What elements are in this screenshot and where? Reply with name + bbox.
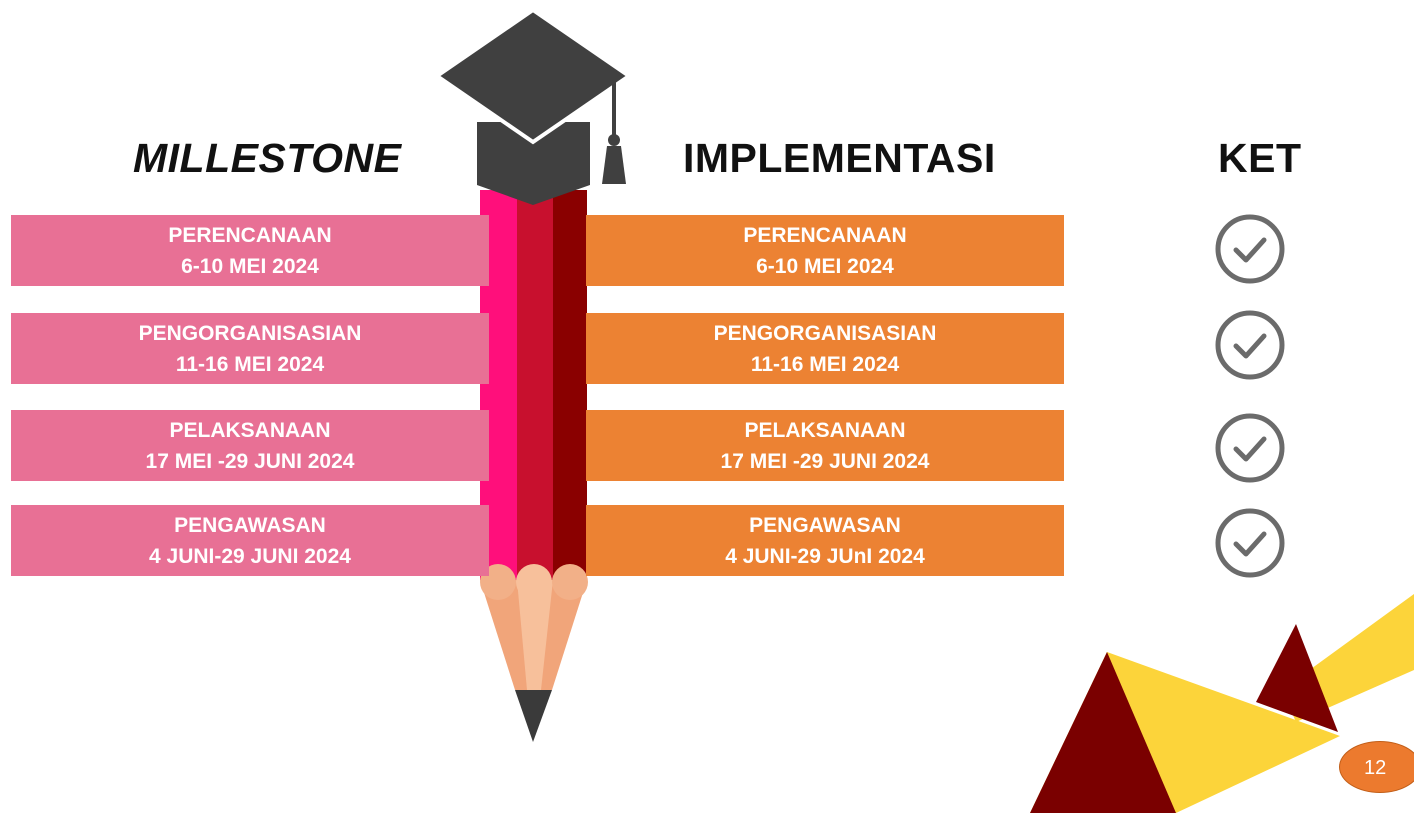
milestone-title: PERENCANAAN	[168, 223, 332, 247]
implementation-date: 17 MEI -29 JUNI 2024	[720, 449, 930, 473]
milestone-heading: MILLESTONE	[133, 135, 402, 181]
implementation-date: 6-10 MEI 2024	[756, 254, 894, 278]
milestone-date: 17 MEI -29 JUNI 2024	[145, 449, 355, 473]
implementation-title: PELAKSANAAN	[744, 418, 906, 442]
implementation-box: PENGAWASAN 4 JUNI-29 JUnI 2024	[586, 505, 1064, 576]
page-number-badge: 12	[1339, 741, 1414, 793]
implementation-title: PENGORGANISASIAN	[713, 321, 937, 345]
milestone-date: 4 JUNI-29 JUNI 2024	[149, 544, 351, 568]
check-circle-icon	[1215, 214, 1285, 284]
implementation-heading: IMPLEMENTASI	[683, 135, 996, 181]
implementation-box: PELAKSANAAN 17 MEI -29 JUNI 2024	[586, 410, 1064, 481]
graduation-cap-icon	[433, 7, 633, 205]
implementation-title: PENGAWASAN	[749, 513, 901, 537]
milestone-box: PELAKSANAAN 17 MEI -29 JUNI 2024	[11, 410, 489, 481]
milestone-box: PERENCANAAN 6-10 MEI 2024	[11, 215, 489, 286]
pencil-icon	[480, 190, 588, 742]
implementation-date: 4 JUNI-29 JUnI 2024	[725, 544, 925, 568]
milestone-title: PENGORGANISASIAN	[138, 321, 362, 345]
milestone-date: 11-16 MEI 2024	[175, 352, 325, 376]
check-circle-icon	[1215, 508, 1285, 578]
implementation-date: 11-16 MEI 2024	[750, 352, 900, 376]
implementation-box: PENGORGANISASIAN 11-16 MEI 2024	[586, 313, 1064, 384]
milestone-box: PENGAWASAN 4 JUNI-29 JUNI 2024	[11, 505, 489, 576]
milestone-box: PENGORGANISASIAN 11-16 MEI 2024	[11, 313, 489, 384]
check-circle-icon	[1215, 310, 1285, 380]
implementation-title: PERENCANAAN	[743, 223, 907, 247]
milestone-title: PELAKSANAAN	[169, 418, 331, 442]
milestone-title: PENGAWASAN	[174, 513, 326, 537]
corner-decoration	[1030, 594, 1414, 813]
ket-heading: KET	[1218, 135, 1302, 181]
check-circle-icon	[1215, 413, 1285, 483]
milestone-date: 6-10 MEI 2024	[181, 254, 319, 278]
implementation-box: PERENCANAAN 6-10 MEI 2024	[586, 215, 1064, 286]
